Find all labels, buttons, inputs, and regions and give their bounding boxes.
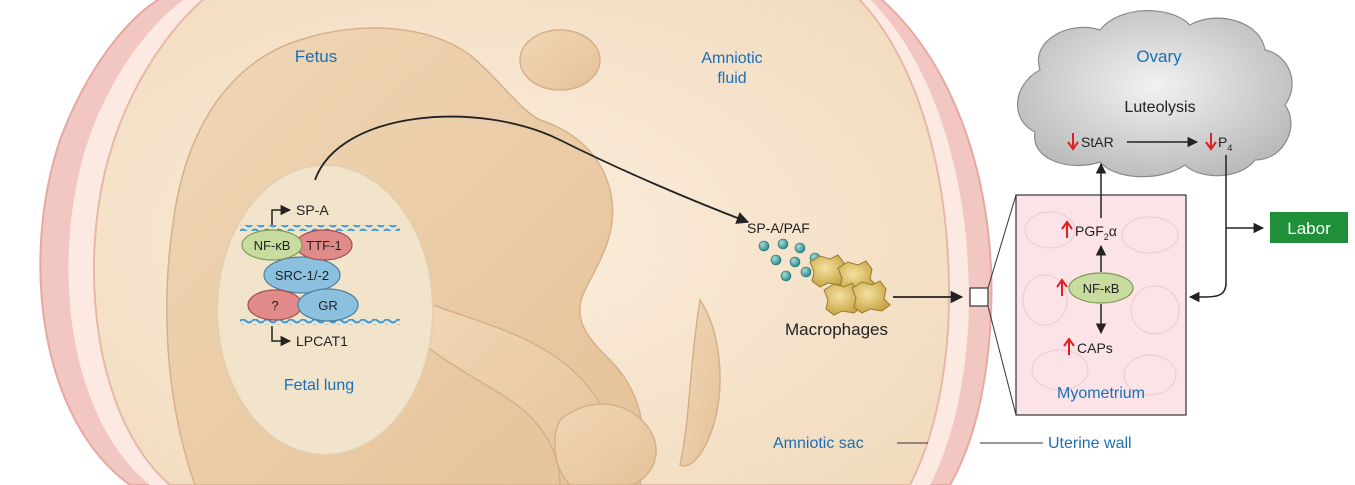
lpcat1-label: LPCAT1: [296, 333, 348, 349]
amniotic-fluid-label-line2: fluid: [717, 70, 746, 87]
myometrium-nf-kb-label: NF-κB: [1083, 281, 1120, 296]
fetus-label: Fetus: [295, 47, 338, 66]
ovary-cloud: [1018, 11, 1293, 177]
zoom-line-top: [988, 195, 1016, 288]
ttf-1-label: TTF-1: [306, 238, 341, 253]
ovary-label: Ovary: [1136, 47, 1182, 66]
zoom-line-bottom: [988, 306, 1016, 415]
uterine-wall-label: Uterine wall: [1048, 435, 1132, 452]
amniotic-fluid-label-line1: Amniotic: [701, 50, 762, 67]
unknown-factor-label: ?: [271, 298, 278, 313]
nf-kb-label: NF-κB: [254, 238, 291, 253]
sp-a-paf-label: SP-A/PAF: [747, 220, 810, 236]
p4-to-myometrium-arrow: [1190, 155, 1226, 297]
labor-label: Labor: [1287, 219, 1331, 238]
caps-label: CAPs: [1077, 340, 1113, 356]
star-label: StAR: [1081, 134, 1114, 150]
amniotic-sac-label: Amniotic sac: [773, 435, 864, 452]
fetal-lung-label: Fetal lung: [284, 377, 354, 394]
sp-a-label: SP-A: [296, 202, 329, 218]
myometrium-label: Myometrium: [1057, 385, 1145, 402]
uterine-zoom-box: [970, 288, 988, 306]
luteolysis-label: Luteolysis: [1124, 99, 1195, 116]
src-label: SRC-1/-2: [275, 268, 329, 283]
macrophages-label: Macrophages: [785, 320, 888, 339]
gr-label: GR: [318, 298, 338, 313]
